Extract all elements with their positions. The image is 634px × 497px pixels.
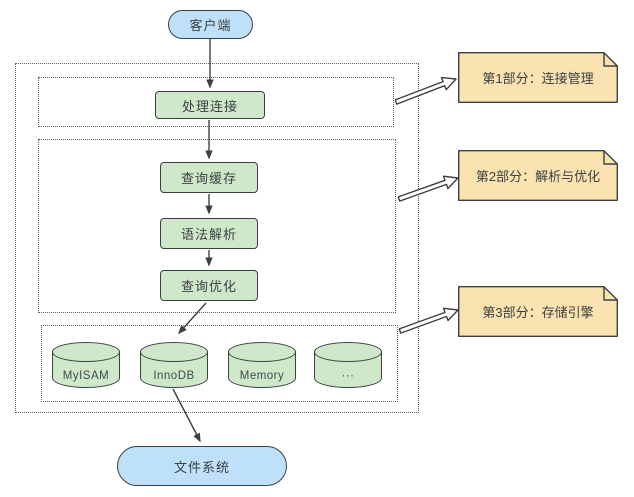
note-part3-label: 第3部分：存储引擎: [482, 305, 594, 320]
client-label: 客户端: [189, 18, 232, 33]
query-cache-node[interactable]: 查询缓存: [160, 162, 258, 193]
query-optimizer-label: 查询优化: [180, 279, 237, 294]
note-part1-connection-management[interactable]: 第1部分：连接管理: [458, 52, 618, 103]
note-shape: [458, 150, 618, 201]
connection-section-boundary: [38, 77, 394, 127]
engine-innodb-cylinder[interactable]: InnoDB: [140, 342, 208, 388]
handle-connection-node[interactable]: 处理连接: [155, 91, 265, 119]
client-node[interactable]: 客户端: [168, 10, 253, 39]
cylinder-top: [314, 342, 382, 362]
note-part1-label: 第1部分：连接管理: [482, 71, 594, 86]
engine-myisam-cylinder[interactable]: MyISAM: [52, 342, 120, 388]
engine-ellipsis-cylinder[interactable]: ···: [314, 342, 382, 388]
query-cache-label: 查询缓存: [180, 171, 237, 186]
server-boundary: [15, 63, 419, 413]
file-system-node[interactable]: 文件系统: [117, 446, 287, 486]
engine-ellipsis-label: ···: [341, 370, 355, 382]
note-part3-storage-engine[interactable]: 第3部分：存储引擎: [458, 286, 618, 337]
engine-myisam-label: MyISAM: [62, 370, 110, 382]
file-system-label: 文件系统: [173, 459, 230, 475]
engine-memory-cylinder[interactable]: Memory: [228, 342, 296, 388]
storage-engine-section-boundary: [41, 325, 398, 402]
note-part2-label: 第2部分：解析与优化: [475, 169, 601, 184]
engine-memory-label: Memory: [239, 370, 285, 382]
note-part2-parse-optimize[interactable]: 第2部分：解析与优化: [458, 150, 618, 201]
syntax-parser-label: 语法解析: [180, 227, 237, 242]
parse-optimize-section-boundary: [38, 139, 396, 313]
cylinder-top: [52, 342, 120, 362]
note-shape: [458, 286, 618, 337]
handle-connection-label: 处理连接: [181, 98, 238, 114]
cylinder-top: [140, 342, 208, 362]
cylinder-top: [228, 342, 296, 362]
query-optimizer-node[interactable]: 查询优化: [160, 270, 258, 301]
engine-innodb-label: InnoDB: [153, 370, 195, 382]
note-shape: [458, 52, 618, 103]
syntax-parser-node[interactable]: 语法解析: [160, 218, 258, 249]
